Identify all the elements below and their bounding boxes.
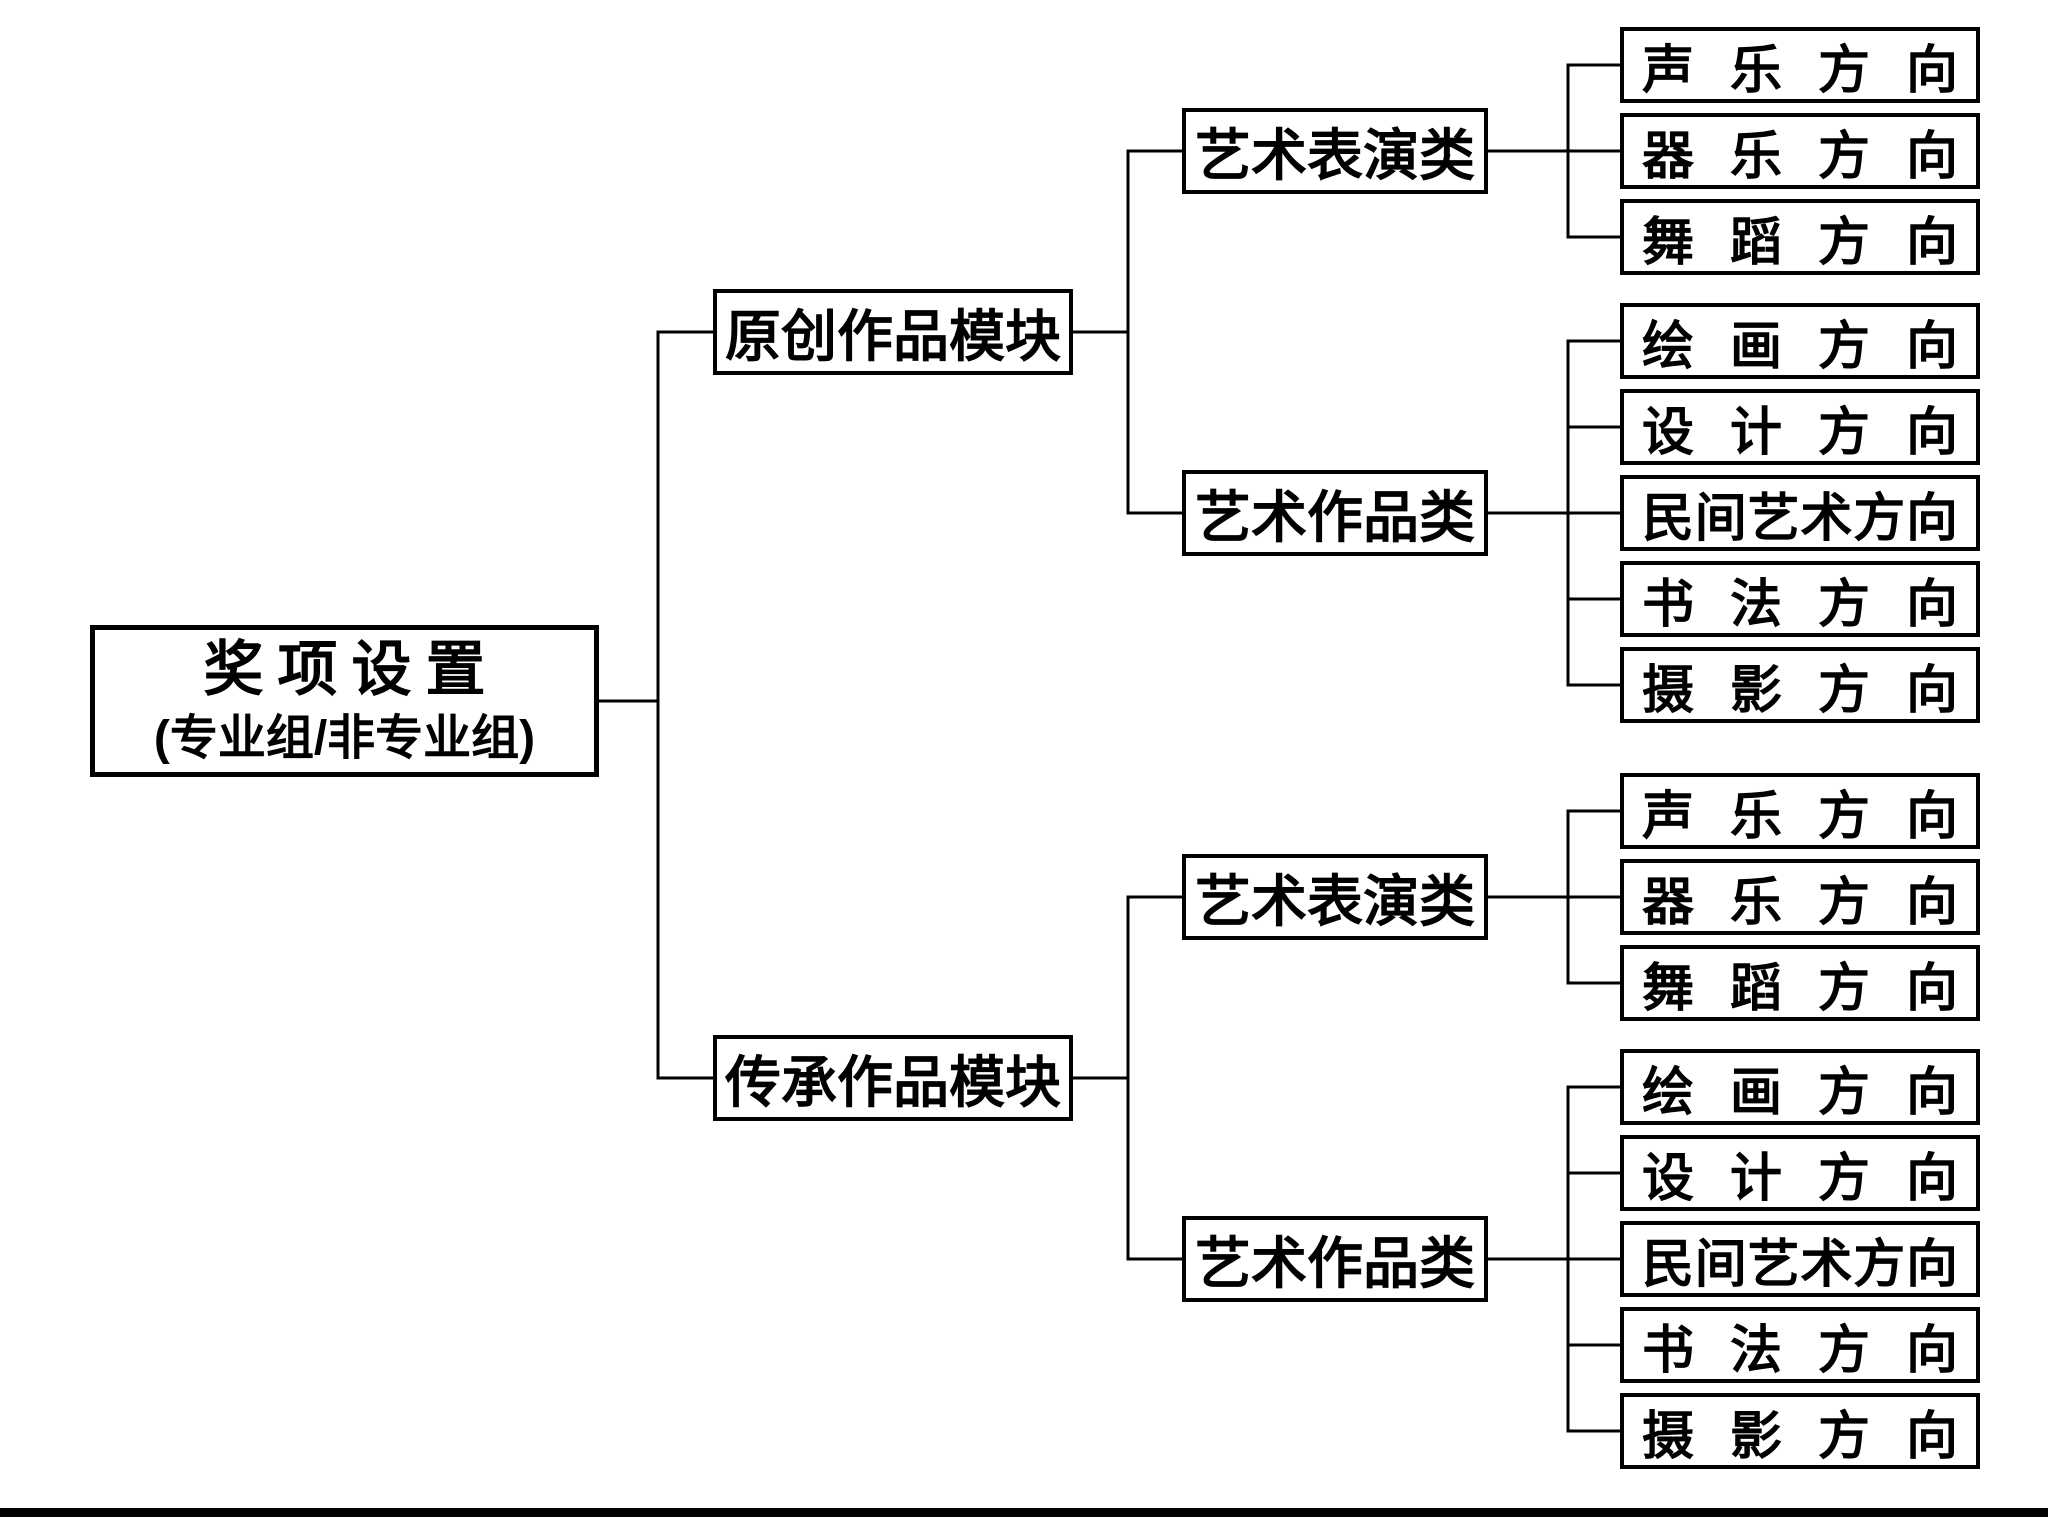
- module-box-heritage: 传承作品模块: [713, 1035, 1073, 1121]
- direction-box-design: 设计方向: [1620, 1135, 1980, 1211]
- category-box-heritage-performance: 艺术表演类: [1182, 854, 1488, 940]
- direction-box-vocal: 声乐方向: [1620, 27, 1980, 103]
- root-node: 奖项设置 (专业组/非专业组): [90, 625, 599, 777]
- category-box-original-artwork: 艺术作品类: [1182, 470, 1488, 556]
- direction-box-photography: 摄影方向: [1620, 647, 1980, 723]
- connector-heritage-categories-trunk: [1126, 895, 1182, 1261]
- direction-box-calligraphy: 书法方向: [1620, 561, 1980, 637]
- direction-box-instrumental: 器乐方向: [1620, 859, 1980, 935]
- direction-box-dance: 舞蹈方向: [1620, 945, 1980, 1021]
- direction-box-painting: 绘画方向: [1620, 1049, 1980, 1125]
- direction-box-instrumental: 器乐方向: [1620, 113, 1980, 189]
- direction-box-dance: 舞蹈方向: [1620, 199, 1980, 275]
- direction-box-folk-art: 民间艺术方向: [1620, 475, 1980, 551]
- direction-box-calligraphy: 书法方向: [1620, 1307, 1980, 1383]
- root-title: 奖项设置: [203, 636, 486, 703]
- direction-box-painting: 绘画方向: [1620, 303, 1980, 379]
- module-box-original: 原创作品模块: [713, 289, 1073, 375]
- category-box-original-performance: 艺术表演类: [1182, 108, 1488, 194]
- direction-box-photography: 摄影方向: [1620, 1393, 1980, 1469]
- root-subtitle: (专业组/非专业组): [153, 712, 536, 765]
- direction-box-vocal: 声乐方向: [1620, 773, 1980, 849]
- page-bottom-rule: [0, 1508, 2048, 1517]
- connector-modules-trunk: [656, 330, 713, 1080]
- connector-original-categories-trunk: [1126, 149, 1182, 515]
- category-box-heritage-artwork: 艺术作品类: [1182, 1216, 1488, 1302]
- direction-box-design: 设计方向: [1620, 389, 1980, 465]
- direction-box-folk-art: 民间艺术方向: [1620, 1221, 1980, 1297]
